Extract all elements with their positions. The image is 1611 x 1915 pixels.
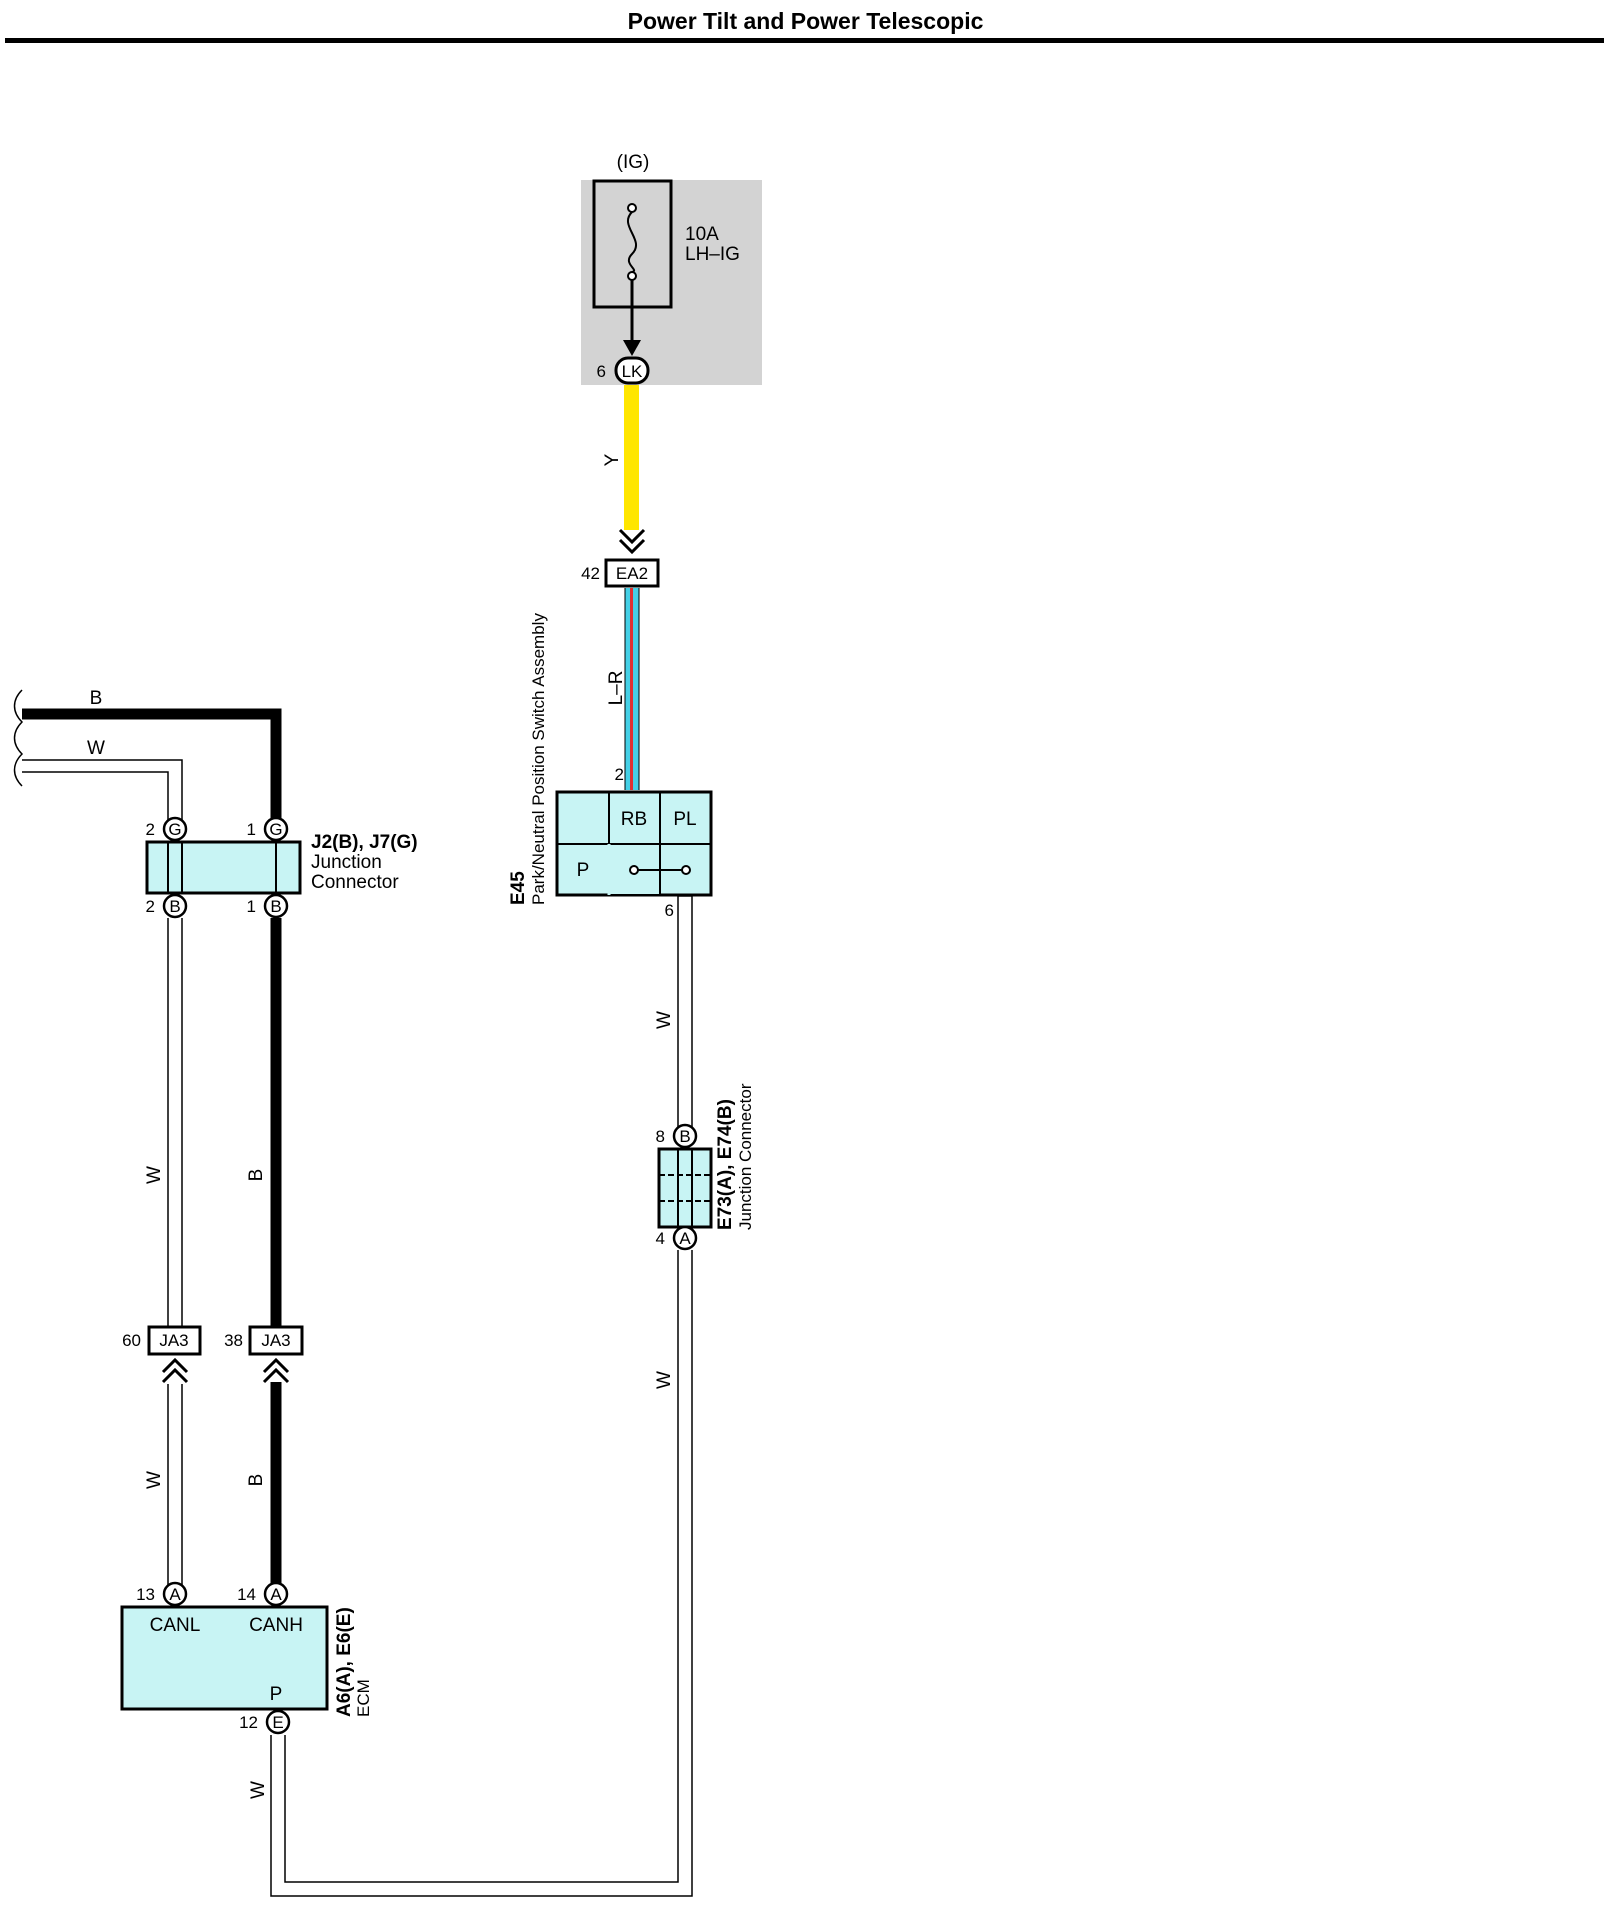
j2-pin-bottom-2: [263, 893, 289, 919]
svg-text:G: G: [269, 820, 282, 839]
wire-label-y: Y: [602, 453, 623, 466]
e45-cell-rb: RB: [621, 809, 647, 830]
wire-label-b-mid: B: [246, 1169, 267, 1182]
svg-text:4: 4: [656, 1229, 665, 1248]
e73-pin-top: [672, 1123, 698, 1149]
wire-black-top: [22, 708, 282, 830]
wire-label-w-top: W: [87, 738, 105, 759]
e73-name: Junction Connector: [736, 1083, 755, 1230]
svg-text:A: A: [270, 1585, 282, 1604]
svg-text:A: A: [169, 1585, 181, 1604]
svg-text:38: 38: [224, 1331, 243, 1350]
j2-name-2: Connector: [311, 872, 399, 893]
fuse-name: LH–IG: [685, 244, 740, 265]
fuse-terminal-top: [627, 203, 637, 213]
connector-ea2-pin: 42: [581, 564, 600, 583]
wire-label-w-ecm: W: [248, 1781, 269, 1799]
j2-junction-box: [145, 840, 302, 895]
wire-white-low: [167, 1384, 183, 1585]
wire-white-mid: [167, 918, 183, 1326]
connector-lk-pin: 6: [597, 362, 606, 381]
connector-lk: [614, 356, 650, 385]
title-rule: [5, 38, 1604, 43]
wire-label-w-mid: W: [144, 1166, 165, 1184]
j2-pin-bottom-1: [162, 893, 188, 919]
j2-code: J2(B), J7(G): [311, 832, 418, 853]
e45-pin-out: 6: [665, 901, 674, 920]
ja3-w-chevron-icon: [161, 1357, 189, 1374]
wire-label-w-low: W: [144, 1471, 165, 1489]
ecm-p-label: P: [270, 1684, 283, 1705]
e73-pin-bottom: [672, 1225, 698, 1251]
e45-name: Park/Neutral Position Switch Assembly: [529, 613, 548, 905]
e45-pin-in: 2: [615, 765, 624, 784]
wire-white-top: [22, 759, 183, 830]
svg-text:60: 60: [122, 1331, 141, 1350]
ecm-pin-13: [162, 1581, 188, 1607]
switch-contact-icon-2: [681, 865, 691, 875]
wire-yellow: [624, 385, 639, 530]
ecm-box: [120, 1605, 329, 1711]
svg-text:2: 2: [146, 897, 155, 916]
wire-label-b-low: B: [246, 1474, 267, 1487]
e45-cell-p: P: [577, 860, 590, 881]
j2-pin-top-2: [263, 816, 289, 842]
fuse-source-label: (IG): [617, 152, 650, 173]
ja3-b-chevron-icon: [262, 1357, 290, 1374]
ecm-pin-12: [265, 1709, 291, 1735]
fuse-arrow-icon: [623, 340, 641, 356]
j2-name-1: Junction: [311, 852, 382, 873]
svg-text:1: 1: [247, 820, 256, 839]
wire-break-icon: [13, 689, 24, 787]
svg-text:B: B: [169, 897, 180, 916]
e73-code: E73(A), E74(B): [715, 1099, 736, 1230]
svg-text:G: G: [168, 820, 181, 839]
e45-cell-pl: PL: [673, 809, 696, 830]
fuse-terminal-bottom: [627, 271, 637, 281]
ecm-canl-label: CANL: [150, 1615, 201, 1636]
e73-junction-box: [657, 1147, 713, 1229]
connector-ja3-b: [248, 1325, 304, 1356]
svg-text:B: B: [270, 897, 281, 916]
ea2-chevron-icon-2: [618, 538, 646, 555]
svg-text:JA3: JA3: [261, 1331, 290, 1350]
connector-ea2-code: EA2: [616, 564, 648, 583]
svg-text:13: 13: [136, 1585, 155, 1604]
svg-text:E: E: [272, 1713, 283, 1732]
j2-pin-top-1: [162, 816, 188, 842]
e45-code: E45: [508, 871, 529, 905]
wire-white-return: [270, 1250, 693, 1897]
wire-label-b-top: B: [90, 688, 103, 709]
wire-label-w-e73: W: [654, 1371, 675, 1389]
wire-red-stripe: [630, 588, 633, 790]
ecm-code: A6(A), E6(E): [334, 1607, 355, 1717]
ecm-canh-label: CANH: [249, 1615, 303, 1636]
svg-text:JA3: JA3: [159, 1331, 188, 1350]
ecm-name: ECM: [354, 1679, 373, 1717]
wire-white-e45: [677, 895, 693, 1133]
fuse-rating: 10A: [685, 224, 719, 245]
svg-text:12: 12: [239, 1713, 258, 1732]
connector-ja3-w: [147, 1325, 202, 1356]
svg-text:14: 14: [237, 1585, 256, 1604]
svg-text:A: A: [679, 1229, 691, 1248]
connector-lk-code: LK: [622, 362, 643, 381]
ecm-pin-14: [263, 1581, 289, 1607]
ea2-chevron-icon: [618, 528, 646, 545]
switch-contact-icon: [629, 865, 639, 875]
wire-label-w-e45: W: [654, 1011, 675, 1029]
svg-text:1: 1: [247, 897, 256, 916]
fuse-icon: [626, 211, 638, 273]
svg-text:2: 2: [146, 820, 155, 839]
page-title: Power Tilt and Power Telescopic: [627, 8, 984, 34]
wire-label-lr: L–R: [606, 671, 627, 706]
connector-ea2: [604, 558, 660, 588]
svg-text:8: 8: [656, 1127, 665, 1146]
svg-text:B: B: [679, 1127, 690, 1146]
